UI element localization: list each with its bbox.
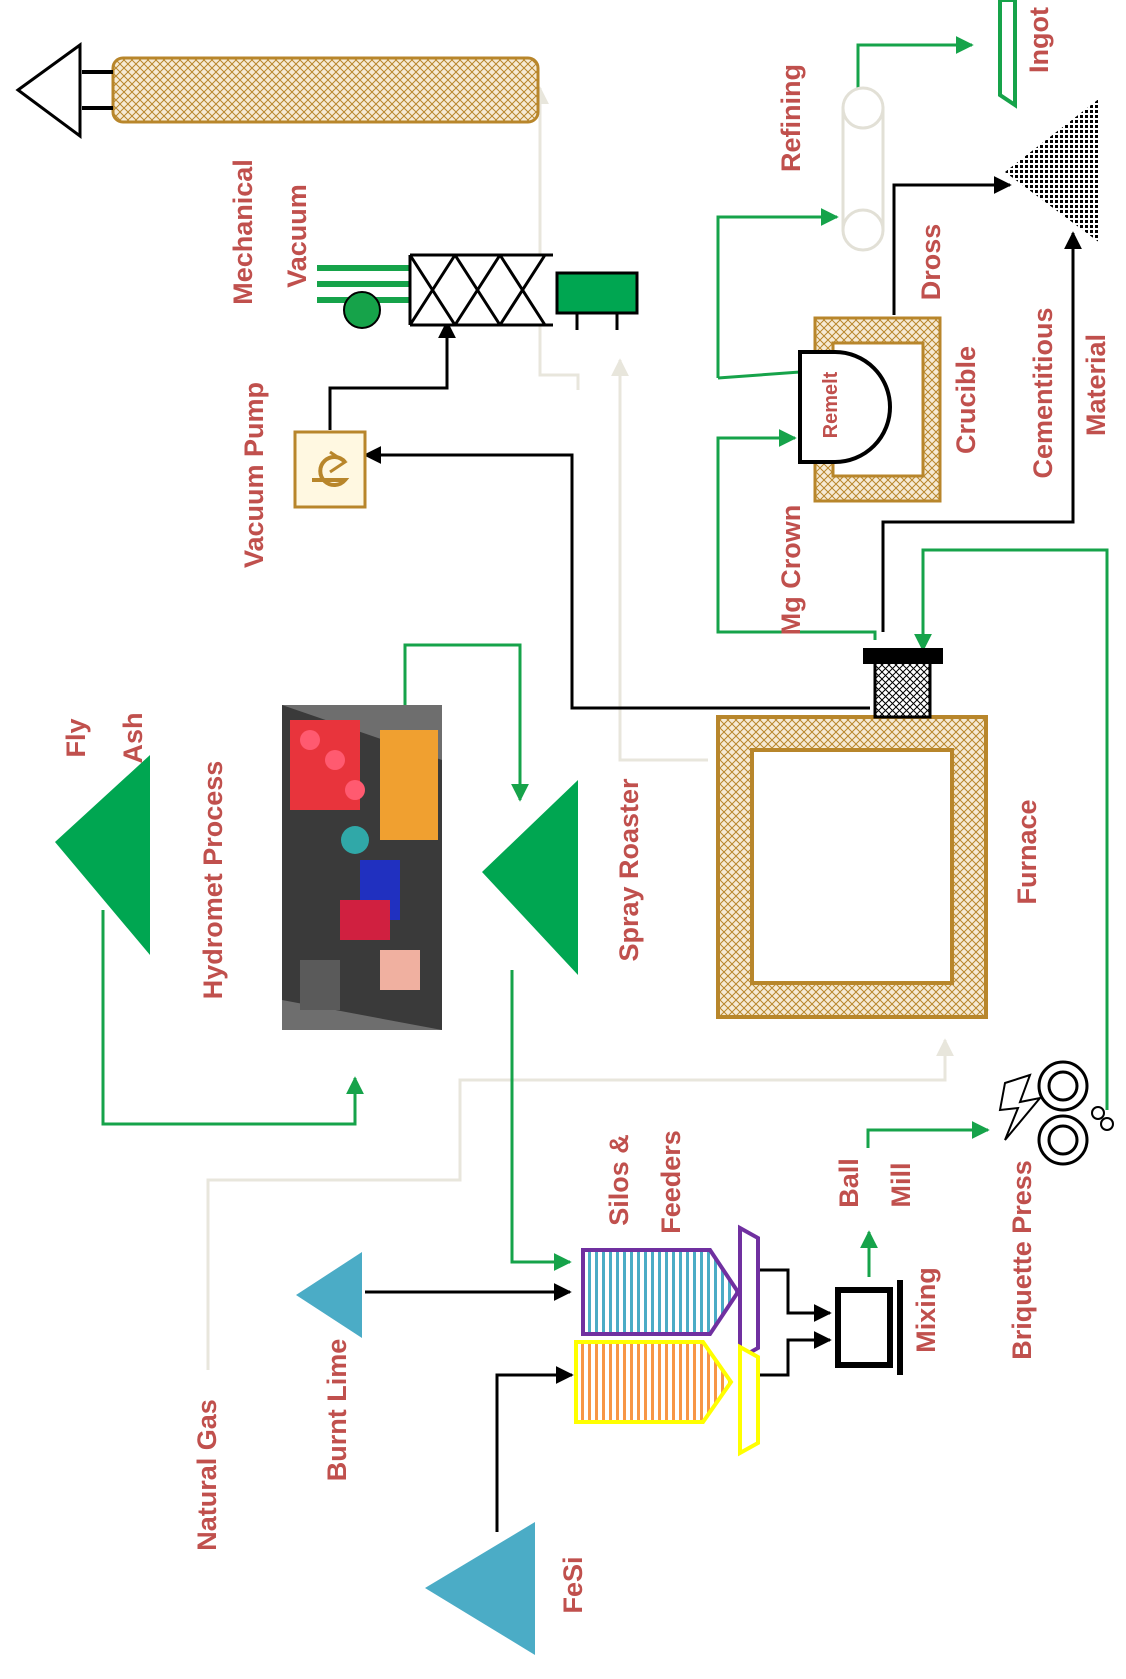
label-material: Material [1081, 334, 1111, 436]
label-ball: Ball [834, 1158, 864, 1208]
label-feeders: Feeders [656, 1130, 686, 1234]
label-remelt: Remelt [820, 371, 842, 438]
silo-yellow-icon [576, 1342, 758, 1453]
fesi-stockpile-icon [425, 1522, 535, 1655]
label-vacuum-pump: Vacuum Pump [239, 382, 269, 568]
label-fly: Fly [61, 718, 91, 757]
label-natural-gas: Natural Gas [192, 1399, 222, 1551]
furnace-icon [718, 648, 986, 1017]
spray-roaster-stockpile-icon [482, 780, 578, 975]
label-vacuum: Vacuum [282, 184, 312, 288]
label-crucible: Crucible [951, 346, 981, 454]
label-mg-crown: Mg Crown [776, 505, 806, 635]
mixer-icon [838, 1280, 900, 1375]
label-furnace: Furnace [1012, 799, 1042, 904]
ingot-icon [1000, 0, 1015, 105]
label-burnt-lime: Burnt Lime [322, 1339, 352, 1482]
label-mechanical: Mechanical [228, 159, 258, 305]
refining-icon [843, 88, 883, 250]
label-refining: Refining [776, 64, 806, 172]
label-dross: Dross [916, 224, 946, 301]
label-spray-roaster: Spray Roaster [614, 778, 644, 962]
label-hydromet-process: Hydromet Process [198, 761, 228, 1000]
label-silos: Silos & [604, 1134, 634, 1226]
hydromet-photo [282, 705, 442, 1030]
vacuum-pump-icon [295, 432, 365, 507]
mechanical-vacuum-icon [317, 255, 553, 328]
silo-purple-icon [583, 1228, 758, 1358]
label-cementitious: Cementitious [1028, 307, 1058, 478]
condenser-icon [557, 273, 637, 330]
briquette-press-icon [1000, 1062, 1113, 1164]
label-ingot: Ingot [1024, 7, 1054, 73]
burnt-lime-stockpile-icon [296, 1252, 362, 1338]
condenser-column [18, 45, 538, 136]
cementitious-material-pile-icon [1005, 98, 1100, 243]
label-mixing: Mixing [911, 1267, 941, 1353]
label-ash: Ash [118, 712, 148, 763]
label-fesi: FeSi [558, 1556, 588, 1613]
label-mill: Mill [886, 1163, 916, 1208]
label-briquette-press: Briquette Press [1007, 1160, 1037, 1360]
